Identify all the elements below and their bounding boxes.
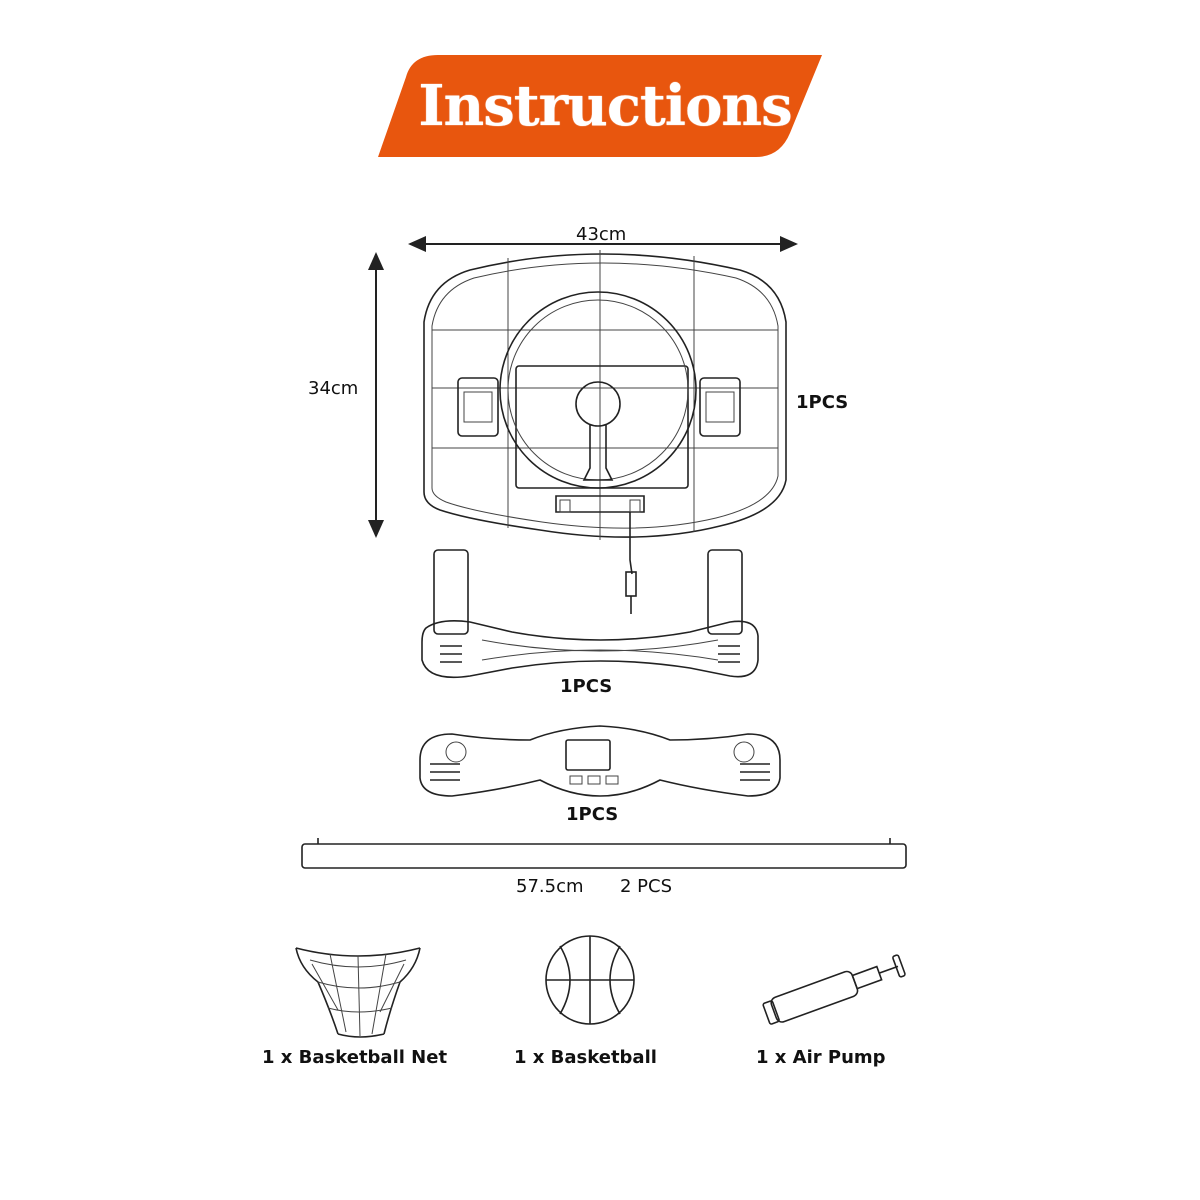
backboard-drawing bbox=[423, 250, 787, 614]
height-label: 34cm bbox=[308, 378, 359, 399]
pole-drawing bbox=[301, 838, 907, 869]
base-frame-drawing bbox=[421, 549, 759, 679]
page-title: Instructions bbox=[418, 73, 792, 139]
base-frame-qty: 1PCS bbox=[560, 676, 613, 697]
backboard-qty: 1PCS bbox=[796, 392, 849, 413]
pole-qty: 2 PCS bbox=[620, 876, 673, 897]
accessory-basketball-label: 1 x Basketball bbox=[514, 1047, 657, 1068]
basketball-icon bbox=[545, 935, 635, 1025]
net-icon bbox=[295, 947, 421, 1038]
air-pump-icon bbox=[762, 954, 906, 1025]
scoreboard-qty: 1PCS bbox=[566, 804, 619, 825]
width-label: 43cm bbox=[576, 224, 627, 245]
scoreboard-drawing bbox=[419, 725, 781, 797]
accessory-net-label: 1 x Basketball Net bbox=[262, 1047, 448, 1068]
accessory-pump-label: 1 x Air Pump bbox=[756, 1047, 886, 1068]
pole-length-label: 57.5cm bbox=[516, 876, 584, 897]
title-banner bbox=[378, 55, 822, 157]
